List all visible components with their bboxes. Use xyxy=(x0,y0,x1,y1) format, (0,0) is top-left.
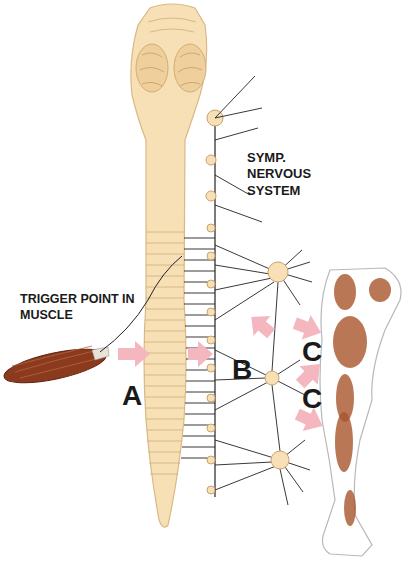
ganglion xyxy=(207,336,215,344)
pain-zone xyxy=(369,278,391,302)
ganglion xyxy=(207,280,215,288)
callout-letter: C xyxy=(302,334,332,369)
spinal-cord xyxy=(131,4,207,527)
peripheral-ganglia xyxy=(265,262,289,469)
ganglion xyxy=(207,252,215,260)
callout-letter: B xyxy=(232,352,262,387)
ganglion xyxy=(268,262,288,282)
ganglion xyxy=(207,308,215,316)
pain-zone xyxy=(344,490,356,526)
chain-ganglia xyxy=(206,110,223,494)
pain-zone xyxy=(333,316,367,368)
ganglion xyxy=(207,364,215,372)
ganglion xyxy=(206,191,216,201)
trigger-label: TRIGGER POINT IN MUSCLE xyxy=(20,292,140,323)
arrow xyxy=(188,341,213,367)
muscle-fibres xyxy=(12,346,100,378)
sympathetic-chain xyxy=(214,110,215,497)
tendon xyxy=(92,347,109,360)
pain-zone xyxy=(334,274,356,310)
brain-fold xyxy=(140,53,202,86)
ganglion xyxy=(271,451,289,469)
arrow xyxy=(118,341,150,367)
brain-lobe xyxy=(174,44,206,92)
callout-letter: C xyxy=(302,381,332,416)
ganglion xyxy=(207,424,215,432)
signal-arrows xyxy=(118,307,329,438)
ganglion xyxy=(206,155,216,165)
ganglion xyxy=(207,394,215,402)
cord-segments xyxy=(144,232,186,474)
ganglion xyxy=(265,371,279,385)
spinal-nerves xyxy=(181,238,215,458)
ganglion xyxy=(207,486,215,494)
ganglion xyxy=(207,224,215,232)
referred-pain-zones xyxy=(333,274,391,526)
arrow xyxy=(243,307,280,344)
muscle xyxy=(1,342,108,389)
brain-lobe xyxy=(136,44,168,92)
pain-zone xyxy=(335,412,353,472)
ganglion xyxy=(207,456,215,464)
callout-letter: A xyxy=(122,378,152,413)
leg-outline xyxy=(320,268,401,556)
brain-fold xyxy=(148,18,196,32)
sympathetic-nerves xyxy=(215,76,312,505)
system-label: SYMP. NERVOUS SYSTEM xyxy=(247,150,339,199)
